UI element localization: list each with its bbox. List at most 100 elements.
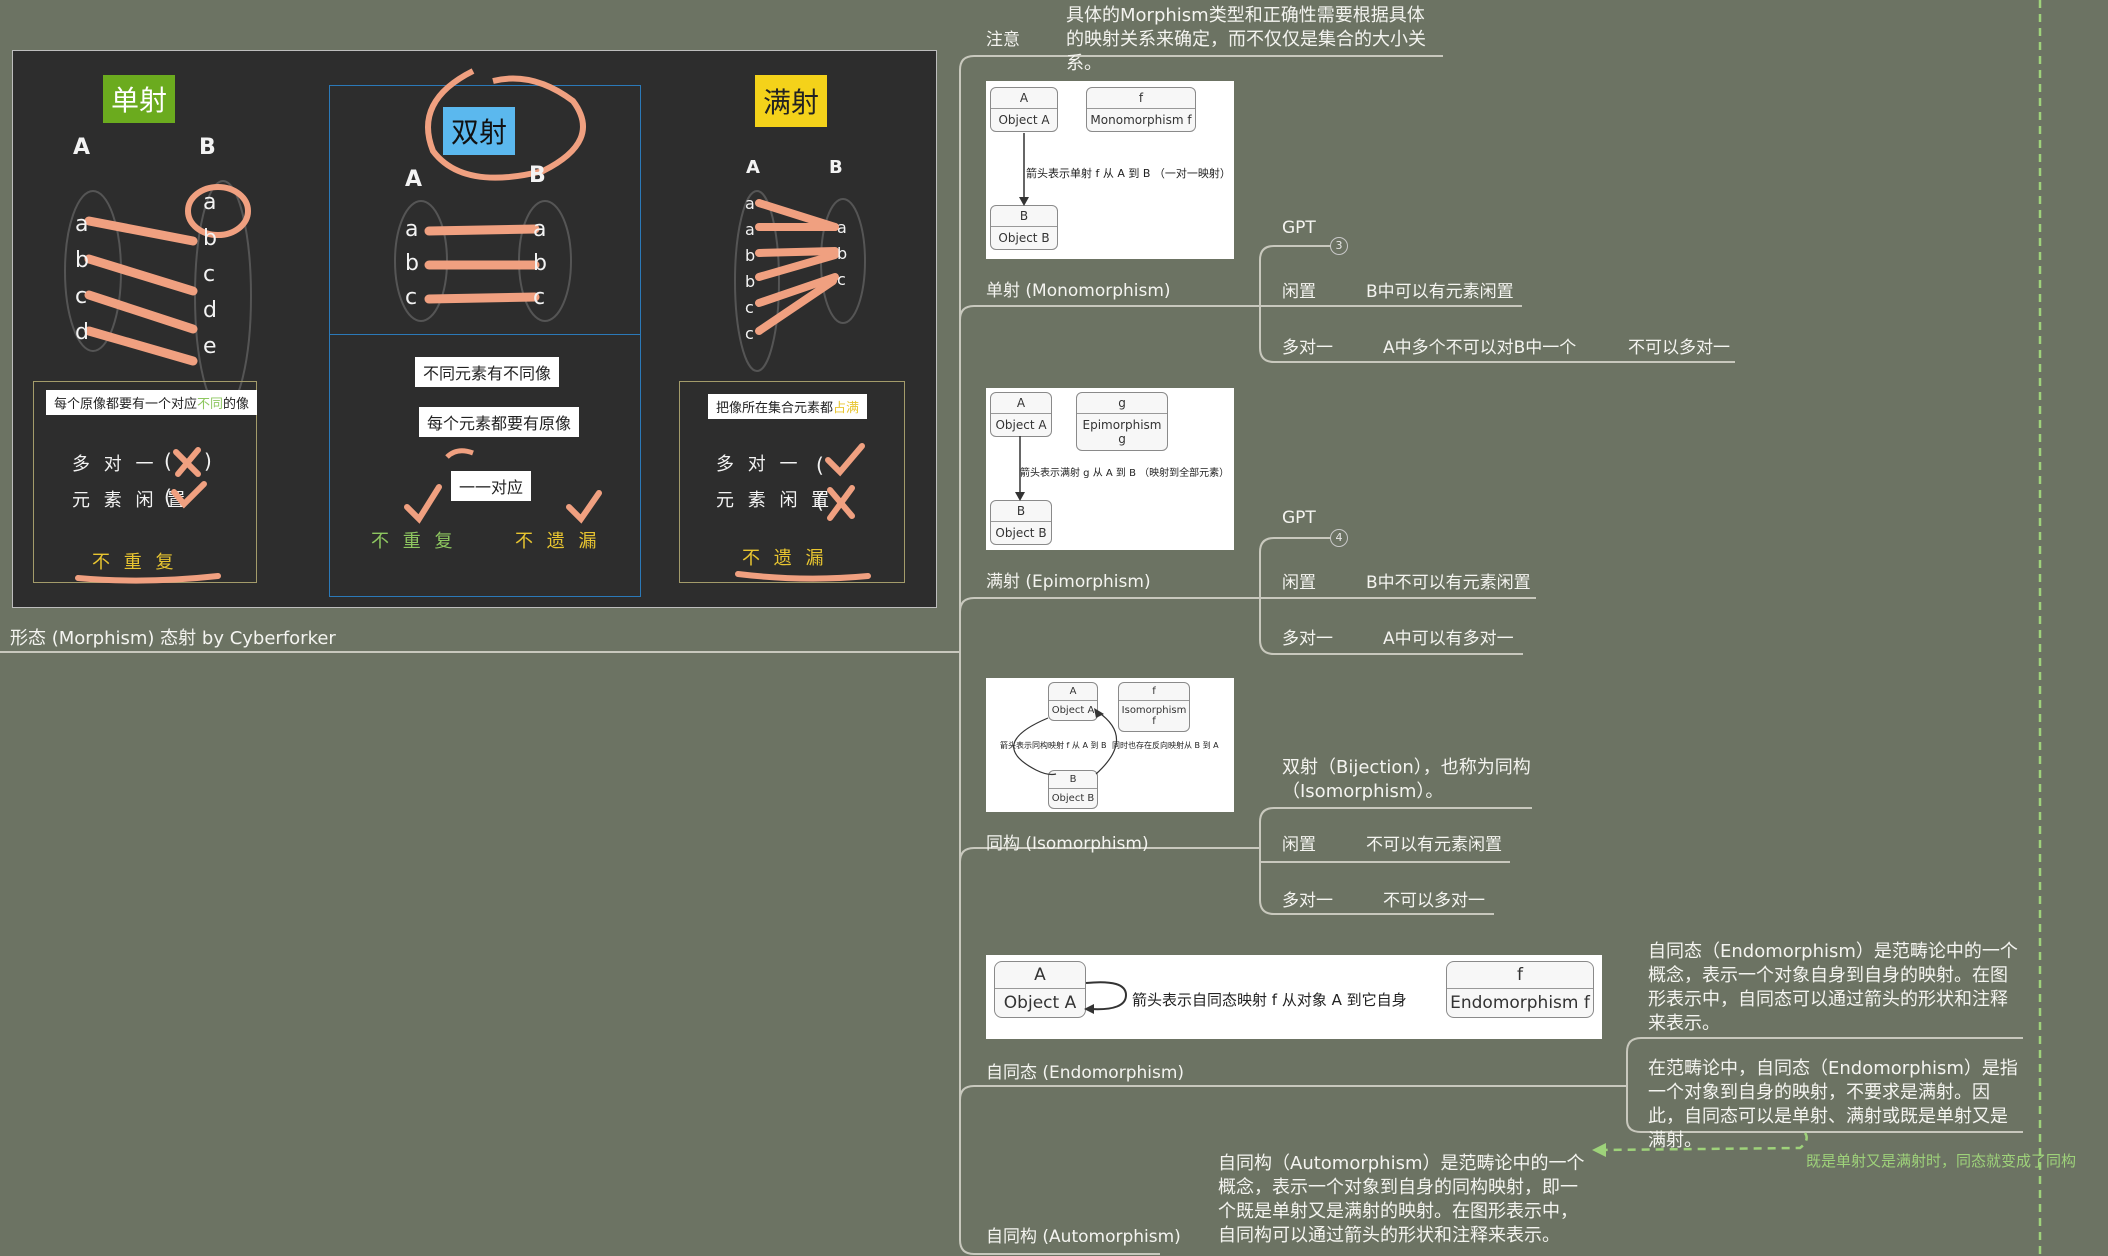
auto-paragraph: 自同构（Automorphism）是范畴论中的一个概念，表示一个对象到自身的同构… [1218,1153,1585,1246]
morphism-illustration-panel: 单射 A B a b c d a b c d e 每个原像都要有一个对应不同的像… [12,50,937,608]
injective-many-to-one: 多 对 一 [72,454,158,475]
endo-diagram: A Object A 箭头表示自同态映射 f 从对象 A 到它自身 f Endo… [986,955,1602,1039]
epi-gpt-label: GPT [1282,508,1316,528]
surjective-many-to-one: 多 对 一 [716,454,802,475]
iso-arrows [1013,708,1118,776]
bijective-box [329,85,641,597]
iso-node-a: A Object A [1048,682,1098,721]
svg-text:(: ( [164,485,172,509]
epi-node-a-label: Object A [995,418,1047,432]
surjective-b-item: c [837,270,846,289]
iso-node-b: B Object B [1048,770,1098,809]
svg-text:(: ( [816,489,824,513]
epi-node-g: g Epimorphism g [1076,392,1168,451]
endo-paragraph-1: 自同态（Endomorphism）是范畴论中的一个概念，表示一个对象自身到自身的… [1648,941,2018,1034]
bijective-title: 双射 [443,107,516,155]
endo-node-f-label: Endomorphism f [1450,993,1590,1013]
notice-text: 具体的Morphism类型和正确性需要根据具体的映射关系来确定，而不仅仅是集合的… [1066,5,1426,74]
endo-node-f-title: f [1447,962,1593,989]
mono-arrow [1019,133,1029,206]
surjective-note: 把像所在集合元素都占满 [708,394,868,419]
endo-paragraph-2: 在范畴论中，自同态（Endomorphism）是指一个对象到自身的映射，不要求是… [1648,1058,2018,1151]
bijective-summary-1: 不 重 复 [371,531,457,552]
iso-description: 双射（Bijection），也称为同构（Isomorphism）。 [1282,757,1531,802]
injective-note: 每个原像都要有一个对应不同的像 [46,390,258,415]
svg-text:(: ( [164,449,172,473]
epi-node-a: A Object A [990,392,1052,437]
iso-node-f-label: Isomorphism f [1121,705,1187,727]
epi-node-a-title: A [991,393,1051,414]
injective-b-item: b [203,226,217,251]
bijective-marks [404,448,602,524]
epi-arrow-text: 箭头表示满射 g 从 A 到 B （映射到全部元素） [1020,468,1230,479]
surjective-idle: 元 素 闲 置 [716,490,834,511]
bijective-b-item: c [533,285,546,310]
iso-left-text: 箭头表示同构映射 f 从 A 到 B [1000,741,1107,750]
injective-b-item: e [203,334,217,359]
surjective-set-b-label: B [829,157,843,178]
iso-node-b-label: Object B [1051,793,1095,804]
endo-node-a-label: Object A [1003,993,1077,1013]
epi-node-g-title: g [1077,393,1167,414]
injective-a-items: a b c d [75,207,89,351]
surjective-a-item: c [745,298,754,317]
mono-title: 单射 (Monomorphism) [986,281,1171,301]
iso-node-f: f Isomorphism f [1118,682,1190,732]
iso-right-text: 同时也存在反向映射从 B 到 A [1112,741,1219,750]
mono-many-to-one-text: A中多个不可以对B中一个 [1383,338,1577,358]
surjective-note-text: 把像所在集合元素都 [716,401,834,416]
surjective-a-item: a [745,194,755,213]
surjective-a-item: a [745,220,755,239]
surjective-a-items: a a b b c c [745,191,755,347]
injective-underline [75,573,221,584]
epi-node-b-label: Object B [995,526,1047,540]
iso-node-b-title: B [1049,771,1097,789]
epi-arrow [1015,436,1025,501]
mono-node-a-label: Object A [998,113,1050,127]
surjective-b-item: a [837,218,847,237]
notice-label: 注意 [986,30,1020,50]
injective-b-item: d [203,298,217,323]
iso-many-to-one-label: 多对一 [1282,891,1333,911]
surjective-mapping-drawing [734,190,866,372]
endo-loop-arrow [1084,981,1128,1014]
epi-many-to-one-label: 多对一 [1282,629,1333,649]
iso-idle-label: 闲置 [1282,835,1316,855]
bijective-a-item: a [405,217,419,242]
injective-set-a-label: A [73,135,91,160]
mono-node-a: A Object A [990,87,1058,132]
injective-title: 单射 [103,75,176,123]
bijective-set-b-label: B [529,163,546,188]
bijective-circle [425,68,586,181]
mono-node-b-label: Object B [998,231,1050,245]
mono-node-f-label: Monomorphism f [1090,113,1192,127]
surjective-b-items: a b c [837,215,847,293]
mono-node-f: f Monomorphism f [1086,87,1196,132]
injective-set-b-label: B [199,135,216,160]
epi-node-b: B Object B [990,500,1052,545]
surjective-a-item: b [745,272,756,291]
bijective-a-item: b [405,251,419,276]
surjective-title: 满射 [755,75,828,127]
mono-node-f-title: f [1087,88,1195,109]
epi-idle-label: 闲置 [1282,573,1316,593]
mono-node-a-title: A [991,88,1057,109]
injective-b-items: a b c d e [203,185,217,365]
endo-node-a-title: A [995,962,1085,989]
injective-b-item: a [203,190,217,215]
auto-title: 自同构 (Automorphism) [986,1227,1181,1247]
bijective-mapping-drawing [394,200,572,322]
iso-node-a-title: A [1049,683,1097,701]
endo-arrow-text: 箭头表示自同态映射 f 从对象 A 到它自身 [1132,991,1407,1009]
mono-idle-text: B中可以有元素闲置 [1366,282,1514,302]
mono-idle-label: 闲置 [1282,282,1316,302]
injective-a-item: b [75,248,89,273]
surjective-a-item: c [745,324,754,343]
mono-gpt-badge: 3 [1330,237,1348,255]
mono-gpt-label: GPT [1282,218,1316,238]
injective-summary: 不 重 复 [92,552,178,573]
surjective-set-a-label: A [746,157,760,178]
surjective-marks: ( ( [816,443,865,521]
epi-idle-text: B中不可以有元素闲置 [1366,573,1531,593]
